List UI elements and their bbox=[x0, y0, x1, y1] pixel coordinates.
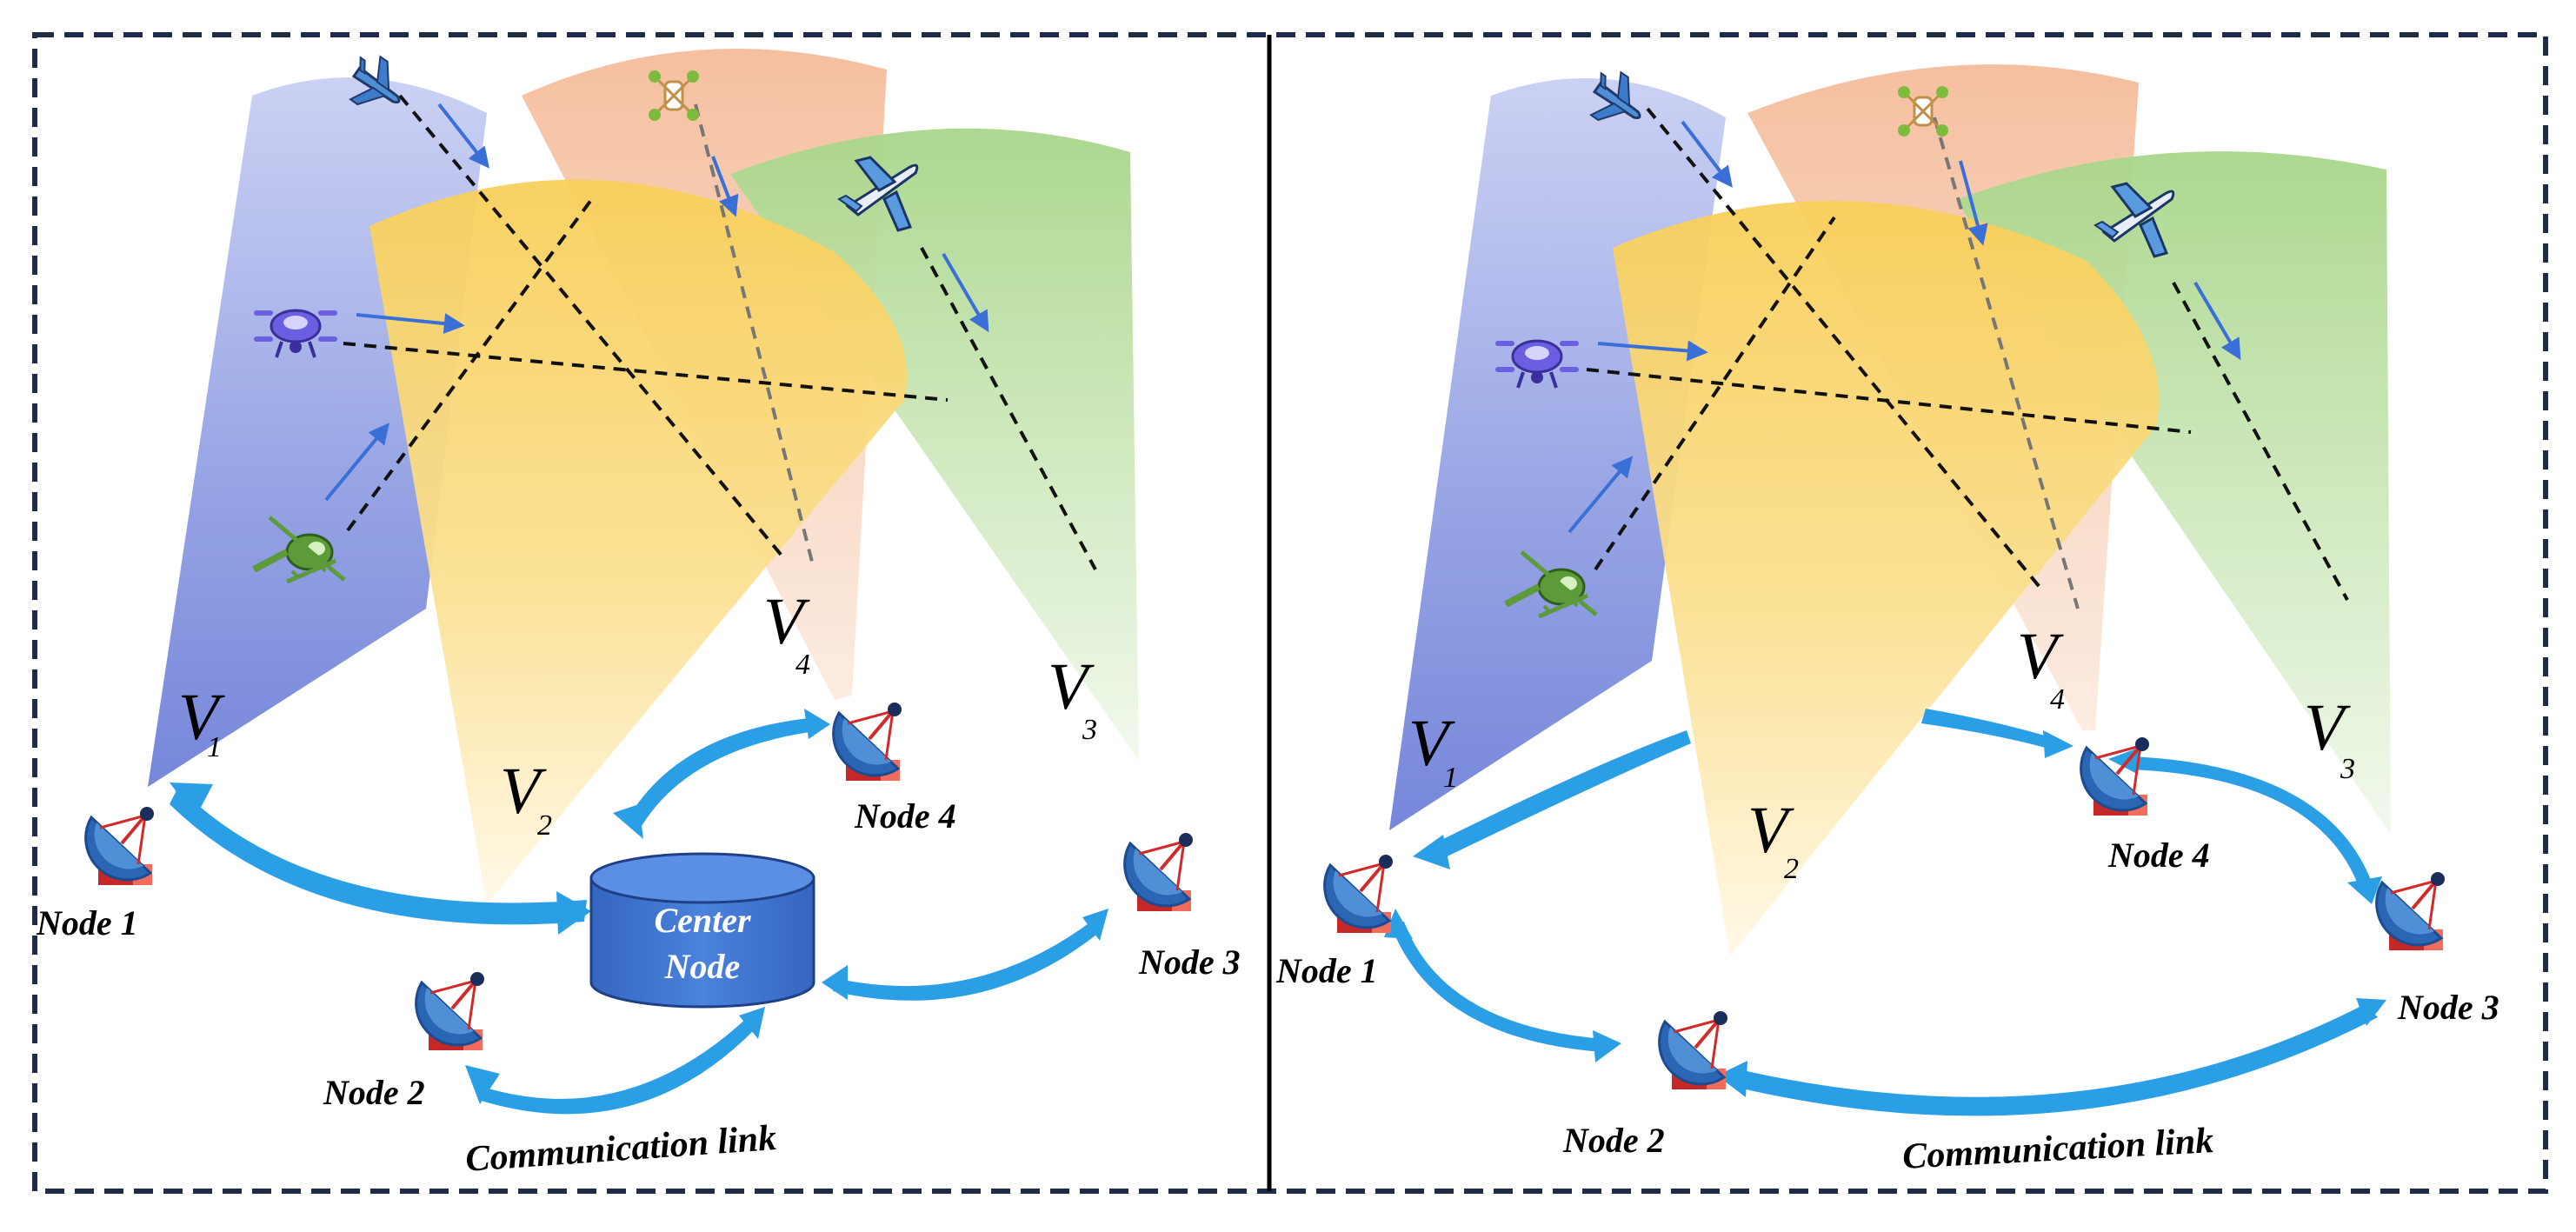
view-label-v3: V bbox=[2304, 691, 2351, 764]
node-1-label: Node 1 bbox=[1275, 951, 1378, 990]
satellite-dish-icon bbox=[831, 701, 903, 782]
left-motion-arrows bbox=[324, 103, 989, 502]
view-label-v2: V bbox=[500, 755, 547, 828]
right-motion-arrows bbox=[1568, 120, 2241, 534]
node-4-label: Node 4 bbox=[2107, 836, 2210, 875]
satellite-dish-icon bbox=[414, 970, 486, 1052]
view-label-v3-sub: 3 bbox=[2340, 753, 2355, 785]
satellite-dish-icon bbox=[83, 805, 156, 887]
left-comm-links bbox=[170, 709, 1108, 1115]
center-node-line2: Node bbox=[664, 947, 741, 986]
view-label-v2-sub: 2 bbox=[537, 809, 552, 842]
view-label-v4: V bbox=[763, 585, 810, 658]
view-label-v1-sub: 1 bbox=[207, 731, 222, 763]
link-label: Communication link bbox=[464, 1118, 778, 1180]
view-label-v2: V bbox=[1747, 794, 1794, 867]
satellite-dish-icon bbox=[1322, 853, 1395, 935]
node-2-label: Node 2 bbox=[1562, 1121, 1665, 1160]
right-comm-links bbox=[1384, 709, 2386, 1116]
node-1-label: Node 1 bbox=[36, 903, 138, 942]
cone-v2 bbox=[1613, 201, 2160, 957]
view-label-v1-sub: 1 bbox=[1443, 762, 1458, 794]
center-node: Center Node bbox=[589, 852, 815, 1009]
center-node-line1: Center bbox=[654, 901, 751, 940]
satellite-dish-icon bbox=[1657, 1009, 1729, 1091]
satellite-dish-icon bbox=[2079, 736, 2151, 817]
link-label: Communication link bbox=[1901, 1121, 2214, 1177]
view-label-v3-sub: 3 bbox=[1082, 714, 1097, 746]
view-label-v1: V bbox=[178, 681, 225, 754]
cone-v2 bbox=[369, 179, 908, 904]
right-panel: V 1 V 2 V 3 V 4 Node 1 Node 2 Node 3 Nod… bbox=[1275, 62, 2499, 1177]
node-3-label: Node 3 bbox=[1138, 942, 1241, 982]
left-panel: Center Node V 1 V 2 V 3 V 4 Node 1 Node … bbox=[36, 46, 1241, 1180]
right-flight-paths bbox=[1586, 107, 2349, 609]
view-label-v3: V bbox=[1048, 650, 1095, 723]
view-label-v4: V bbox=[2017, 620, 2064, 693]
view-label-v4-sub: 4 bbox=[2050, 683, 2065, 716]
node-3-label: Node 3 bbox=[2397, 988, 2499, 1027]
view-label-v4-sub: 4 bbox=[795, 649, 810, 681]
view-label-v1: V bbox=[1408, 707, 1455, 780]
view-label-v2-sub: 2 bbox=[1784, 853, 1799, 885]
satellite-dish-icon bbox=[2374, 870, 2446, 952]
outer-dashed-frame bbox=[32, 32, 2548, 1194]
node-4-label: Node 4 bbox=[854, 796, 956, 836]
satellite-dish-icon bbox=[1122, 831, 1195, 913]
node-2-label: Node 2 bbox=[323, 1073, 425, 1112]
left-flight-paths bbox=[343, 94, 1097, 570]
